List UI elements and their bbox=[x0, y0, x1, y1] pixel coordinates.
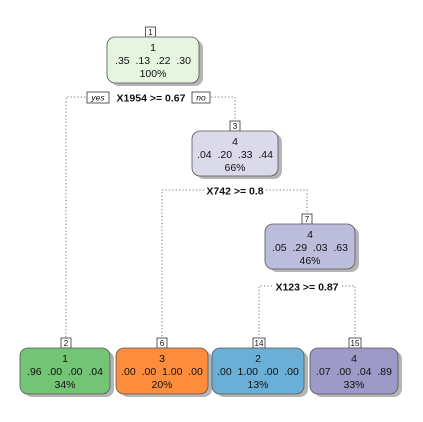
split-condition-label: X1954 >= 0.67 bbox=[117, 93, 186, 105]
node-class-label: 2 bbox=[255, 353, 261, 365]
node-id-label: 1 bbox=[148, 28, 153, 37]
tree-node-7: 7 4 .05 .29 .03 .63 46% bbox=[264, 213, 359, 272]
node-class-label: 1 bbox=[150, 42, 156, 54]
node-class-probs: .04 .20 .33 .44 bbox=[197, 149, 273, 161]
node-percent: 46% bbox=[299, 255, 320, 267]
node-box bbox=[211, 347, 305, 395]
node-percent: 66% bbox=[224, 162, 245, 174]
node-class-probs: .35 .13 .22 .30 bbox=[115, 55, 191, 67]
node-id-label: 2 bbox=[64, 339, 69, 348]
node-class-label: 4 bbox=[232, 136, 238, 148]
split-2: X742 >= 0.8 bbox=[206, 186, 263, 198]
no-tag-label: no bbox=[196, 93, 206, 103]
node-class-label: 1 bbox=[62, 353, 68, 365]
node-class-probs: .96 .00 .00 .04 bbox=[27, 366, 103, 378]
split-condition-label: X123 >= 0.87 bbox=[275, 282, 338, 294]
yes-tag-label: yes bbox=[90, 93, 105, 103]
node-class-probs: .00 .00 1.00 .00 bbox=[121, 366, 203, 378]
node-id-label: 3 bbox=[233, 122, 238, 131]
yes-tag-box bbox=[86, 91, 110, 104]
edge-node1-node3 bbox=[201, 96, 236, 121]
node-percent: 34% bbox=[54, 379, 75, 391]
node-box bbox=[191, 130, 279, 177]
node-box bbox=[309, 347, 399, 395]
node-percent: 100% bbox=[140, 68, 167, 80]
node-id-label: 15 bbox=[351, 339, 360, 348]
tree-node-1: 1 1 .35 .13 .22 .30 100% bbox=[106, 26, 203, 86]
tree-node-2: 2 1 .96 .00 .00 .04 34% bbox=[19, 337, 114, 397]
node-percent: 20% bbox=[151, 379, 172, 391]
node-class-probs: .05 .29 .03 .63 bbox=[272, 242, 348, 254]
node-box bbox=[264, 223, 356, 270]
split-1: yes X1954 >= 0.67 no bbox=[86, 91, 211, 105]
node-id-label: 7 bbox=[305, 215, 310, 224]
node-class-probs: .00 1.00 .00 .00 bbox=[217, 366, 299, 378]
tree-node-14: 14 2 .00 1.00 .00 .00 13% bbox=[211, 337, 308, 397]
node-class-probs: .07 .00 .04 .89 bbox=[316, 366, 392, 378]
edge-node7-node15 bbox=[342, 285, 356, 338]
edge-node3-node7 bbox=[266, 189, 308, 214]
node-id-label: 6 bbox=[160, 339, 165, 348]
tree-node-3: 3 4 .04 .20 .33 .44 66% bbox=[191, 120, 282, 179]
edge-node3-node6 bbox=[161, 189, 204, 338]
node-percent: 33% bbox=[343, 379, 364, 391]
no-tag-box bbox=[191, 91, 211, 104]
node-box bbox=[115, 347, 209, 395]
split-3: X123 >= 0.87 bbox=[275, 282, 338, 294]
node-id-label: 14 bbox=[255, 339, 264, 348]
node-class-label: 4 bbox=[351, 353, 357, 365]
node-class-label: 3 bbox=[159, 353, 165, 365]
edge-node1-node2 bbox=[65, 96, 99, 338]
tree-node-15: 15 4 .07 .00 .04 .89 33% bbox=[309, 337, 402, 397]
split-condition-label: X742 >= 0.8 bbox=[206, 186, 263, 198]
node-box bbox=[106, 36, 200, 84]
edge-node7-node14 bbox=[258, 285, 272, 338]
node-box bbox=[19, 347, 111, 395]
tree-node-6: 6 3 .00 .00 1.00 .00 20% bbox=[115, 337, 212, 397]
node-percent: 13% bbox=[247, 379, 268, 391]
node-class-label: 4 bbox=[307, 229, 313, 241]
